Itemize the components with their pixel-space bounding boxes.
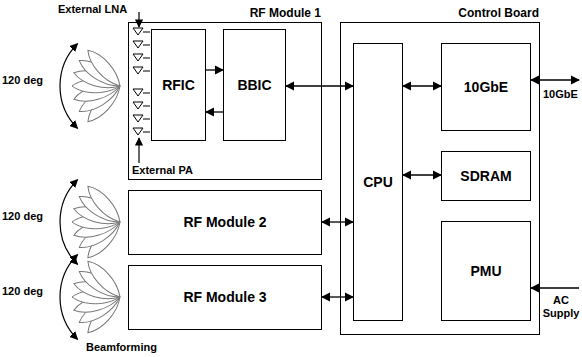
port-label: 10GbE xyxy=(543,88,578,101)
antenna-feed xyxy=(143,32,150,33)
bus-connector xyxy=(403,85,441,86)
antenna-feed xyxy=(143,71,150,72)
angle-label: 120 deg xyxy=(2,74,43,87)
ethernet-port-arrow xyxy=(531,79,579,80)
block-label: CPU xyxy=(363,174,393,190)
antenna-feed xyxy=(143,58,150,59)
ac-supply-arrow xyxy=(531,287,579,288)
bus-connector xyxy=(206,69,223,70)
sweep-arc xyxy=(60,44,78,129)
antenna-array xyxy=(133,28,150,135)
component-callout: External LNA xyxy=(58,3,127,16)
component-callout: External PA xyxy=(132,164,193,177)
module-heading: Control Board xyxy=(458,7,539,21)
beam-lobe xyxy=(83,182,125,227)
beam-fan xyxy=(60,180,125,265)
bbic-box: BBIC xyxy=(223,29,286,141)
power-box: PMU xyxy=(441,221,531,321)
antenna-feed xyxy=(143,93,150,94)
antenna-feed xyxy=(143,119,150,120)
block-label: PMU xyxy=(470,263,501,279)
module-heading: RF Module 1 xyxy=(250,7,321,21)
bus-connector xyxy=(403,174,441,175)
antenna-symbol xyxy=(133,54,143,61)
beam-lobe xyxy=(83,46,125,91)
antenna-symbol xyxy=(133,89,143,96)
lna-leader-arrow xyxy=(138,12,139,27)
ethernet-box: 10GbE xyxy=(441,43,531,131)
block-label: RF Module 2 xyxy=(183,214,266,230)
antenna-symbol xyxy=(133,67,143,74)
bus-connector xyxy=(286,85,353,86)
antenna-feed xyxy=(143,45,150,46)
beam-fan xyxy=(60,255,125,340)
bus-connector xyxy=(322,296,353,297)
block-label: 10GbE xyxy=(464,79,508,95)
rf-module-box: RF Module 3 xyxy=(128,265,322,330)
antenna-feed xyxy=(143,106,150,107)
antenna-symbol xyxy=(133,102,143,109)
pa-leader-arrow xyxy=(138,138,139,163)
antenna-symbol xyxy=(133,41,143,48)
rf-module-box: RF Module 2 xyxy=(128,190,322,255)
antenna-symbol xyxy=(133,28,143,35)
antenna-feed xyxy=(143,132,150,133)
block-label: SDRAM xyxy=(460,168,511,184)
memory-box: SDRAM xyxy=(441,151,531,201)
block-label: BBIC xyxy=(237,77,271,93)
block-label: RFIC xyxy=(162,77,195,93)
rf-module-box: RF Module 1RFICBBIC xyxy=(128,22,322,180)
angle-label: 120 deg xyxy=(2,285,43,298)
bus-connector xyxy=(322,221,353,222)
sweep-arc xyxy=(60,255,78,340)
antenna-symbol xyxy=(133,115,143,122)
beam-fan xyxy=(60,44,125,129)
rfic-box: RFIC xyxy=(151,29,206,141)
sweep-arc xyxy=(60,180,78,265)
beam-fans xyxy=(60,44,125,340)
supply-label: AC Supply xyxy=(541,294,581,319)
control-board-box: Control BoardCPU10GbESDRAMPMU xyxy=(340,22,540,335)
block-label: RF Module 3 xyxy=(183,289,266,305)
beam-lobe xyxy=(83,257,125,302)
antenna-symbol xyxy=(133,128,143,135)
bus-connector xyxy=(206,111,223,112)
caption-label: Beamforming xyxy=(86,341,157,354)
angle-label: 120 deg xyxy=(2,210,43,223)
cpu-box: CPU xyxy=(353,43,403,321)
